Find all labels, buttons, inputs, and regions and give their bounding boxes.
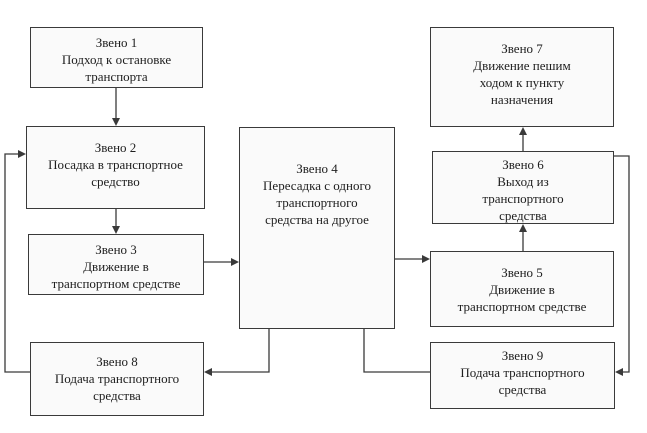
zveno-7-text-2: ходом к пункту bbox=[479, 75, 565, 90]
zveno-8-title: Звено 8 bbox=[96, 354, 138, 369]
box-zveno-5: Звено 5 Движение в транспортном средстве bbox=[430, 251, 614, 327]
zveno-9-text-1: Подача транспортного bbox=[460, 365, 585, 380]
zveno-7-title: Звено 7 bbox=[501, 41, 543, 56]
zveno-6-text-1: Выход из bbox=[497, 174, 549, 189]
zveno-9-text-2: средства bbox=[498, 382, 547, 397]
arrow-4-to-5-head bbox=[422, 255, 430, 263]
zveno-2-text-1: Посадка в транспортное bbox=[48, 157, 183, 172]
zveno-4-text-3: средства на другое bbox=[265, 212, 369, 227]
loop-8-to-2-head bbox=[18, 150, 26, 158]
zveno-7-text-1: Движение пешим bbox=[473, 58, 571, 73]
box-zveno-3: Звено 3 Движение в транспортном средстве bbox=[28, 234, 204, 295]
zveno-4-text-1: Пересадка с одного bbox=[263, 178, 371, 193]
zveno-6-title: Звено 6 bbox=[502, 157, 544, 172]
zveno-6-text-3: средства bbox=[499, 208, 547, 223]
loop-6-to-9-head bbox=[615, 368, 623, 376]
box-zveno-9: Звено 9 Подача транспортного средства bbox=[430, 342, 615, 409]
zveno-2-title: Звено 2 bbox=[94, 140, 137, 155]
zveno-9-title: Звено 9 bbox=[501, 348, 544, 363]
zveno-6-text-2: транспортного bbox=[482, 191, 564, 206]
link-4-to-8 bbox=[210, 329, 270, 373]
arrow-1-to-2-head bbox=[112, 118, 120, 126]
zveno-1-text-2: транспорта bbox=[85, 69, 148, 84]
zveno-3-title: Звено 3 bbox=[95, 242, 137, 257]
arrow-6-to-7-head bbox=[519, 127, 527, 135]
box-zveno-8: Звено 8 Подача транспортного средства bbox=[30, 342, 204, 416]
zveno-1-title: Звено 1 bbox=[95, 35, 138, 50]
zveno-5-text-2: транспортном средстве bbox=[457, 299, 587, 314]
box-zveno-4: Звено 4 Пересадка с одного транспортного… bbox=[239, 127, 395, 329]
zveno-8-text-2: средства bbox=[93, 388, 141, 403]
zveno-1-text-1: Подход к остановке bbox=[61, 52, 172, 67]
zveno-4-text-2: транспортного bbox=[276, 195, 358, 210]
arrow-3-to-4-head bbox=[231, 258, 239, 266]
zveno-8-text-1: Подача транспортного bbox=[54, 371, 180, 386]
zveno-7-text-3: назначения bbox=[490, 92, 554, 107]
zveno-3-text-2: транспортном средстве bbox=[51, 276, 181, 291]
zveno-5-title: Звено 5 bbox=[501, 265, 543, 280]
zveno-2-text-2: средство bbox=[91, 174, 140, 189]
box-zveno-6: Звено 6 Выход из транспортного средства bbox=[432, 151, 614, 224]
zveno-3-text-1: Движение в bbox=[83, 259, 149, 274]
box-zveno-7: Звено 7 Движение пешим ходом к пункту на… bbox=[430, 27, 614, 127]
loop-6-to-9 bbox=[614, 155, 630, 373]
zveno-4-title: Звено 4 bbox=[296, 161, 338, 176]
arrow-2-to-3-head bbox=[112, 226, 120, 234]
loop-8-to-2 bbox=[4, 153, 30, 373]
box-zveno-1: Звено 1 Подход к остановке транспорта bbox=[30, 27, 203, 88]
arrow-5-to-6-head bbox=[519, 224, 527, 232]
link-4-to-8-head bbox=[204, 368, 212, 376]
zveno-5-text-1: Движение в bbox=[489, 282, 555, 297]
box-zveno-2: Звено 2 Посадка в транспортное средство bbox=[26, 126, 205, 209]
